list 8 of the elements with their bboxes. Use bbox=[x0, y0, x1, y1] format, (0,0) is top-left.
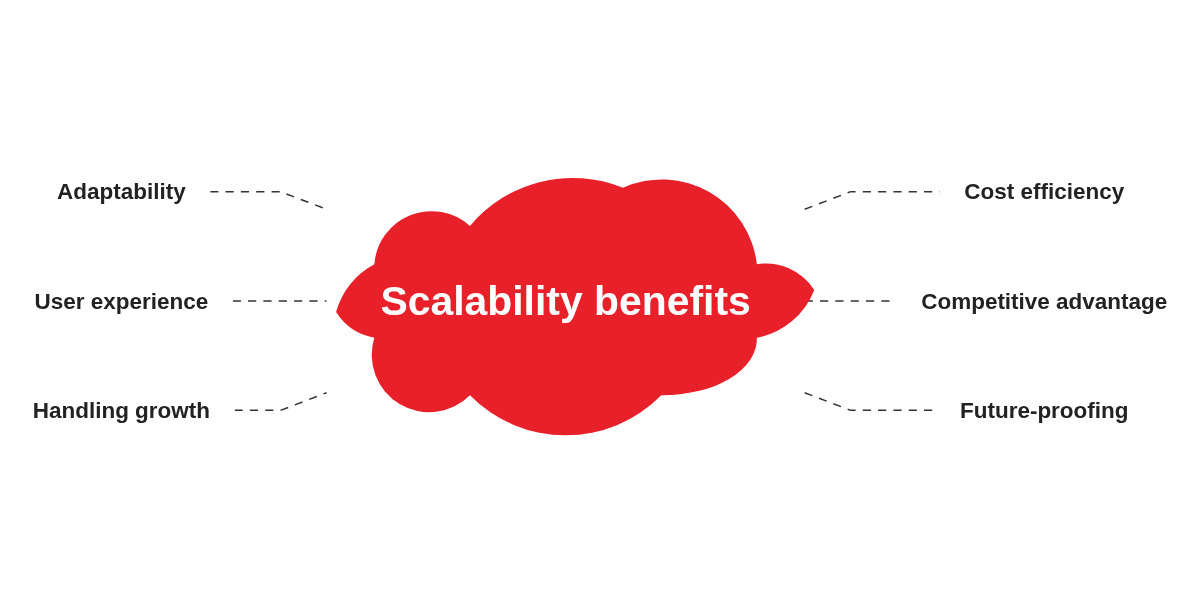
node-text: Adaptability bbox=[57, 178, 186, 205]
node-text: Future-proofing bbox=[959, 397, 1129, 424]
connector bbox=[232, 300, 328, 302]
node-text: Cost efficiency bbox=[964, 178, 1125, 205]
node-text: Competitive advantage bbox=[921, 288, 1168, 314]
node-text: Handling growth bbox=[32, 397, 211, 424]
node-text: User experience bbox=[34, 288, 209, 314]
connector bbox=[233, 391, 328, 412]
